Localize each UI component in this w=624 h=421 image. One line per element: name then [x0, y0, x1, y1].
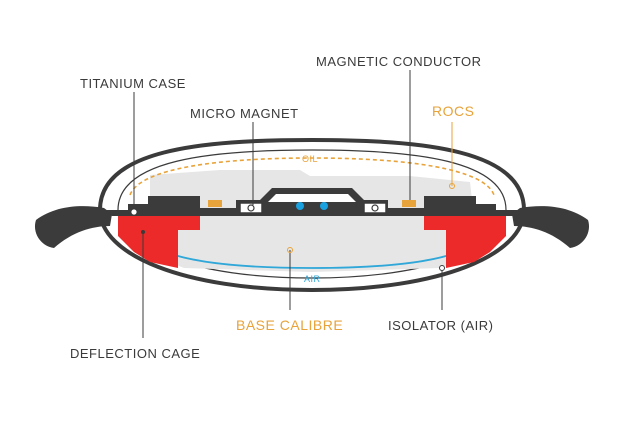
center-magnet-left: [296, 202, 304, 210]
label-rocs: ROCS: [432, 103, 474, 119]
deflection-cage-left: [118, 216, 200, 268]
micro-magnet-ring: [247, 204, 255, 212]
left-strap-lug: [34, 206, 113, 248]
air-line: [149, 243, 475, 269]
right-strap-lug: [512, 206, 590, 248]
center-magnet-right: [320, 202, 328, 210]
pointer-dot-deflection: [141, 230, 145, 234]
micro-magnet-box-right: [363, 202, 387, 214]
label-air: AIR: [304, 274, 321, 284]
label-base-calibre: BASE CALIBRE: [236, 317, 343, 333]
label-oil: OIL: [302, 154, 318, 164]
pointer-dot-isolator: [439, 265, 445, 271]
deflection-cage-right: [424, 216, 506, 268]
label-deflection-cage: DEFLECTION CAGE: [70, 346, 200, 361]
label-isolator-air: ISOLATOR (AIR): [388, 318, 493, 333]
case-pivot: [130, 208, 138, 216]
micro-magnet-ring-right: [371, 204, 379, 212]
movement-interior: [150, 170, 472, 272]
oil-line: [129, 157, 495, 196]
label-micro-magnet: MICRO MAGNET: [190, 106, 299, 121]
pointer-dot-base-calibre: [287, 247, 293, 253]
rocs-left: [208, 200, 222, 207]
label-magnetic-conductor: MAGNETIC CONDUCTOR: [316, 54, 481, 69]
label-titanium-case: TITANIUM CASE: [80, 76, 186, 91]
micro-magnet-box: [239, 202, 263, 214]
pointer-dot-rocs: [449, 183, 455, 189]
dial-inner-cut: [268, 194, 356, 202]
rocs-right: [402, 200, 416, 207]
